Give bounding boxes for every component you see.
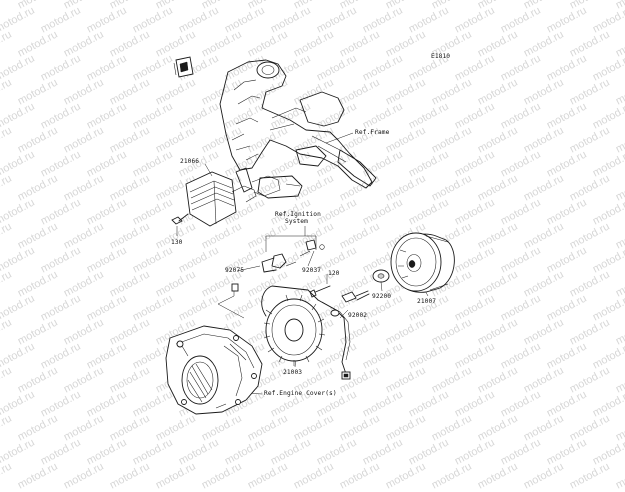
diagram-code: E1810 (431, 53, 451, 60)
hardware-small (231, 283, 331, 298)
direction-marker-icon (173, 56, 194, 78)
bolt-130 (171, 213, 189, 225)
part-number-21003: 21003 (283, 369, 303, 376)
ref-frame-label: Ref.Frame (355, 129, 390, 136)
part-number-92200: 92200 (372, 293, 392, 300)
bolt-120 (341, 290, 370, 303)
ref-ignition-label: Ref.Ignition (275, 211, 321, 218)
ignition-bracket (261, 226, 325, 273)
part-number-21007: 21007 (417, 298, 437, 305)
ref-engine-cover-label: Ref.Engine Cover(s) (264, 390, 337, 397)
washer-92200 (372, 269, 390, 283)
part-number-92037: 92037 (302, 267, 322, 274)
frame (219, 59, 377, 199)
part-number-92002: 92002 (348, 312, 368, 319)
ref-ignition-system-label: System (285, 218, 308, 225)
part-number-21066: 21066 (180, 158, 200, 165)
engine-cover (165, 325, 263, 415)
part-number-120: 120 (328, 270, 340, 277)
stator-21003 (261, 285, 351, 380)
diagram-drawing (165, 56, 455, 415)
regulator-rectifier (185, 171, 257, 227)
part-number-130: 130 (171, 239, 183, 246)
part-number-92075: 92075 (225, 267, 245, 274)
rotor-21007 (390, 232, 455, 293)
